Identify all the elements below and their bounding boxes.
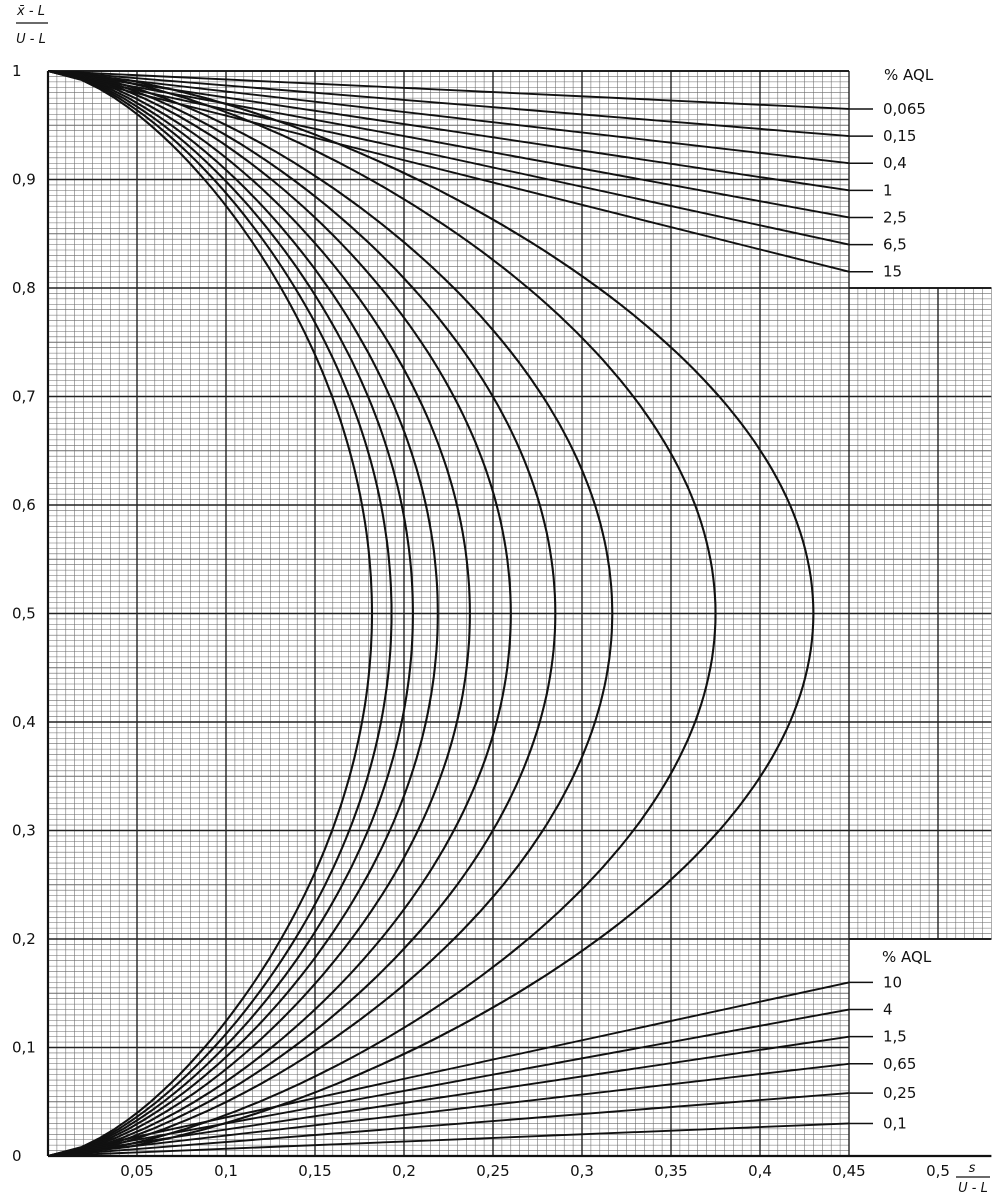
acceptance-curve-9 xyxy=(47,69,717,1158)
y-tick-label: 0,5 xyxy=(12,605,36,623)
upper-legend-title: % AQL xyxy=(884,66,934,84)
upper-aql-line xyxy=(47,70,850,165)
x-axis-label: s U - L xyxy=(956,1161,990,1196)
y-tick-label: 0,2 xyxy=(12,930,36,948)
upper-aql-line xyxy=(47,70,850,138)
x-tick-label: 0,05 xyxy=(120,1162,153,1180)
acceptance-curve-10 xyxy=(47,69,815,1158)
x-tick-label: 0,15 xyxy=(298,1162,331,1180)
y-tick-label: 0 xyxy=(12,1147,22,1165)
acceptance-curve-4 xyxy=(47,69,439,1158)
x-tick-label: 0,4 xyxy=(748,1162,772,1180)
y-tick-label: 0,6 xyxy=(12,496,36,514)
acceptance-curve-3 xyxy=(47,69,414,1158)
lower-aql-line xyxy=(47,1008,850,1157)
upper-legend-label: 1 xyxy=(883,181,893,199)
lower-aql-line xyxy=(47,981,850,1157)
lower-legend: % AQL 10 4 1,5 0,65 0,25 0,1 xyxy=(849,948,932,1132)
lower-legend-label: 0,65 xyxy=(883,1055,916,1073)
upper-legend: % AQL 0,065 0,15 0,4 1 2,5 6,5 15 xyxy=(849,66,934,281)
lower-legend-label: 4 xyxy=(883,1001,893,1019)
acceptance-curve-7 xyxy=(47,69,557,1158)
lower-legend-label: 10 xyxy=(883,973,902,991)
x-tick-label: 0,5 xyxy=(926,1162,950,1180)
upper-aql-line xyxy=(47,70,850,273)
x-tick-label: 0,3 xyxy=(570,1162,594,1180)
y-tick-label: 0,1 xyxy=(12,1039,36,1057)
tick-labels: 0,05 0,1 0,15 0,2 0,25 0,3 0,35 0,4 0,45 0,5 0 0,1 0… xyxy=(12,62,950,1180)
lower-aql-line xyxy=(47,1062,850,1157)
lower-legend-title: % AQL xyxy=(882,948,932,966)
acceptance-curve-1 xyxy=(47,69,374,1158)
y-tick-label: 0,7 xyxy=(12,388,36,406)
x-tick-label: 0,45 xyxy=(832,1162,865,1180)
x-tick-label: 0,1 xyxy=(214,1162,238,1180)
lower-aql-line xyxy=(47,1122,850,1157)
upper-aql-line xyxy=(47,70,850,246)
x-axis-label-numerator: s xyxy=(969,1161,976,1176)
x-tick-label: 0,35 xyxy=(654,1162,687,1180)
upper-legend-label: 0,15 xyxy=(883,127,916,145)
y-tick-label: 0,8 xyxy=(12,279,36,297)
y-tick-label: 1 xyxy=(12,62,22,80)
lower-legend-label: 0,25 xyxy=(883,1084,916,1102)
y-tick-label: 0,9 xyxy=(12,171,36,189)
x-tick-label: 0,25 xyxy=(476,1162,509,1180)
x-tick-label: 0,2 xyxy=(392,1162,416,1180)
upper-aql-line xyxy=(47,70,850,219)
acceptance-curve-6 xyxy=(47,69,512,1158)
lower-legend-label: 0,1 xyxy=(883,1114,907,1132)
upper-legend-label: 6,5 xyxy=(883,236,907,254)
acceptance-curve-2 xyxy=(47,69,393,1158)
upper-legend-label: 0,065 xyxy=(883,100,926,118)
upper-legend-label: 0,4 xyxy=(883,154,907,172)
acceptance-curve-8 xyxy=(47,69,614,1158)
upper-legend-label: 15 xyxy=(883,263,902,281)
y-tick-label: 0,4 xyxy=(12,713,36,731)
upper-legend-label: 2,5 xyxy=(883,208,907,226)
axes xyxy=(46,70,992,1158)
y-axis-label-numerator: x̄ - L xyxy=(16,4,45,19)
x-axis-label-denominator: U - L xyxy=(958,1181,988,1196)
major-gridlines xyxy=(48,70,992,1156)
y-axis-label-denominator: U - L xyxy=(16,32,46,47)
lower-legend-label: 1,5 xyxy=(883,1028,907,1046)
lower-aql-line xyxy=(47,1035,850,1157)
y-tick-label: 0,3 xyxy=(12,822,36,840)
acceptance-curves xyxy=(47,69,850,1158)
y-axis-label: x̄ - L U - L xyxy=(16,4,48,47)
upper-aql-line xyxy=(47,70,850,110)
lower-aql-line xyxy=(47,1092,850,1157)
acceptance-curve-5 xyxy=(47,69,471,1158)
upper-aql-line xyxy=(47,70,850,192)
